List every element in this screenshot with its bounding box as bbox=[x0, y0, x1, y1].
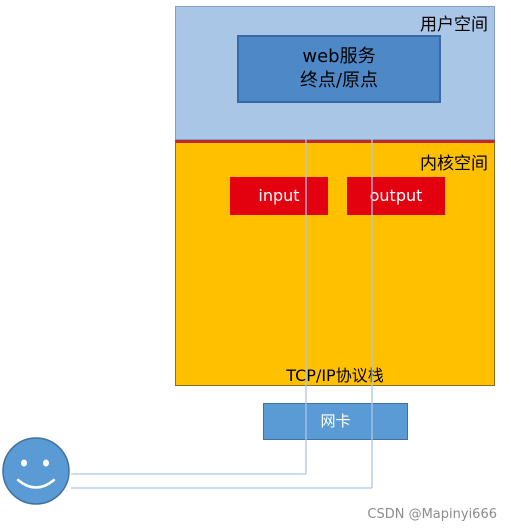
output-box: output bbox=[347, 177, 445, 215]
kernel-space-region: 内核空间 bbox=[175, 140, 495, 386]
smiley-face-icon bbox=[2, 437, 70, 505]
user-space-region: 用户空间 bbox=[175, 6, 495, 140]
web-service-box: web服务 终点/原点 bbox=[237, 35, 441, 103]
user-space-label: 用户空间 bbox=[420, 15, 488, 35]
web-service-subtitle: 终点/原点 bbox=[299, 70, 379, 91]
web-service-title: web服务 bbox=[302, 46, 376, 67]
kernel-space-label: 内核空间 bbox=[420, 154, 488, 174]
tcp-ip-stack-label: TCP/IP协议栈 bbox=[286, 366, 384, 385]
watermark-text: CSDN @Mapinyi666 bbox=[367, 507, 497, 522]
nic-box: 网卡 bbox=[263, 403, 408, 440]
input-box: input bbox=[230, 177, 328, 215]
